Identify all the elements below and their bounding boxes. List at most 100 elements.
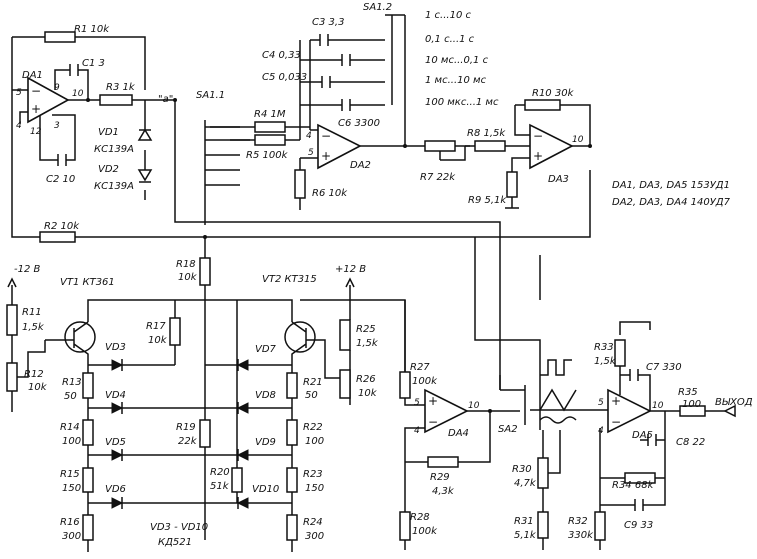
- svg-text:R13: R13: [62, 377, 82, 388]
- svg-text:−: −: [31, 84, 41, 98]
- svg-text:−: −: [611, 415, 621, 429]
- svg-text:R26: R26: [356, 374, 376, 385]
- r6-label: R6 10k: [312, 188, 348, 199]
- r24-resistor: [286, 514, 298, 541]
- r7-label: R7 22k: [420, 172, 456, 183]
- sa12-label: SA1.2: [363, 2, 392, 13]
- r32-resistor: [594, 511, 606, 541]
- svg-text:100k: 100k: [412, 376, 438, 387]
- svg-text:5: 5: [414, 398, 420, 408]
- svg-text:5: 5: [598, 398, 604, 408]
- svg-text:1,5k: 1,5k: [22, 322, 45, 333]
- svg-text:VD5: VD5: [105, 437, 126, 448]
- r15-resistor: [82, 467, 94, 493]
- da4-label: DA4: [448, 428, 469, 439]
- node-a-label: "а": [158, 94, 173, 105]
- r34-label: R34 68k: [612, 480, 655, 491]
- svg-text:VD6: VD6: [105, 484, 126, 495]
- da2-section: SA1.1 R4 1M R5 100k C3 3,3 C4 0,33 C5 0,…: [196, 2, 530, 225]
- svg-text:+: +: [321, 149, 331, 163]
- pwr-pos-label: +12 В: [335, 264, 366, 275]
- svg-text:R21: R21: [303, 377, 323, 388]
- svg-text:R35: R35: [678, 387, 698, 398]
- r2-resistor: [39, 231, 76, 243]
- svg-text:5,1k: 5,1k: [514, 530, 537, 541]
- svg-text:12: 12: [30, 127, 42, 137]
- svg-text:10k: 10k: [358, 388, 378, 399]
- r31-resistor: [537, 511, 549, 539]
- pwr-neg-label: -12 В: [14, 264, 41, 275]
- vt1-transistor: [64, 321, 96, 353]
- r8-label: R8 1,5k: [467, 128, 506, 139]
- da5-opamp: [607, 388, 652, 434]
- r2-label: R2 10k: [44, 221, 80, 232]
- svg-text:VD3: VD3: [105, 342, 126, 353]
- svg-text:+: +: [428, 394, 438, 408]
- svg-text:10k: 10k: [178, 272, 198, 283]
- r35-resistor: [679, 405, 706, 417]
- vd9-diode: [236, 449, 249, 461]
- svg-text:R17: R17: [146, 321, 166, 332]
- svg-text:100k: 100k: [412, 526, 438, 537]
- svg-text:10k: 10k: [148, 335, 168, 346]
- svg-text:+: +: [31, 102, 41, 116]
- svg-text:R20: R20: [210, 467, 230, 478]
- da1-section: R1 10k R2 10k − + DA1 5 4 9 10 12 3 C1 3…: [11, 24, 591, 390]
- svg-text:100: 100: [62, 436, 81, 447]
- da3-label: DA3: [548, 174, 569, 185]
- da1-label: DA1: [22, 70, 43, 81]
- svg-text:R15: R15: [60, 469, 80, 480]
- svg-text:10: 10: [652, 401, 664, 411]
- da3-section: − + DA3 R10 30k 10 R9 5,1k DA1, DA3, DA5…: [468, 88, 731, 209]
- svg-text:4: 4: [598, 426, 604, 436]
- r10-resistor: [524, 99, 561, 111]
- svg-text:−: −: [533, 129, 543, 143]
- svg-text:100: 100: [682, 399, 701, 410]
- svg-text:R16: R16: [60, 517, 80, 528]
- svg-text:+: +: [611, 394, 621, 408]
- r8-resistor: [474, 140, 506, 152]
- svg-text:10k: 10k: [28, 382, 48, 393]
- svg-text:150: 150: [305, 483, 324, 494]
- r1-label: R1 10k: [74, 24, 110, 35]
- r1-resistor: [44, 31, 76, 43]
- svg-text:R27: R27: [410, 362, 430, 373]
- svg-text:R12: R12: [24, 369, 44, 380]
- svg-text:КС139А: КС139А: [94, 144, 134, 155]
- vd6-diode: [111, 497, 124, 509]
- svg-text:4: 4: [414, 426, 420, 436]
- svg-text:4,7k: 4,7k: [514, 478, 537, 489]
- range-5: 100 мкс...1 мс: [425, 97, 499, 108]
- svg-text:300: 300: [62, 531, 81, 542]
- svg-text:VD4: VD4: [105, 390, 126, 401]
- r18-label: R18: [176, 259, 196, 270]
- svg-text:300: 300: [305, 531, 324, 542]
- c1-label: C1 3: [82, 58, 105, 69]
- output-label: ВЫХОД: [715, 397, 753, 408]
- r9-resistor: [506, 171, 518, 198]
- svg-text:1,5k: 1,5k: [356, 338, 379, 349]
- vd-type-label: КД521: [158, 537, 192, 548]
- range-2: 0,1 с...1 с: [425, 34, 475, 45]
- da3-opamp: [529, 123, 574, 170]
- r34-resistor: [624, 472, 656, 484]
- r25-resistor: [339, 319, 351, 351]
- svg-text:1,5k: 1,5k: [594, 356, 617, 367]
- r17-resistor: [169, 317, 181, 346]
- r23-resistor: [286, 467, 298, 493]
- r30-resistor: [537, 457, 549, 489]
- vd4-diode: [111, 402, 124, 414]
- svg-text:R23: R23: [303, 469, 323, 480]
- svg-text:R30: R30: [512, 464, 532, 475]
- r27-resistor: [399, 371, 411, 399]
- r6-resistor: [294, 169, 306, 199]
- svg-text:22k: 22k: [178, 436, 198, 447]
- c6-label: C6 3300: [338, 118, 380, 129]
- c5-label: C5 0,033: [262, 72, 307, 83]
- r18-resistor: [199, 257, 211, 286]
- svg-text:4: 4: [306, 131, 312, 141]
- vd2-label: VD2: [98, 164, 119, 175]
- c2-label: C2 10: [46, 174, 75, 185]
